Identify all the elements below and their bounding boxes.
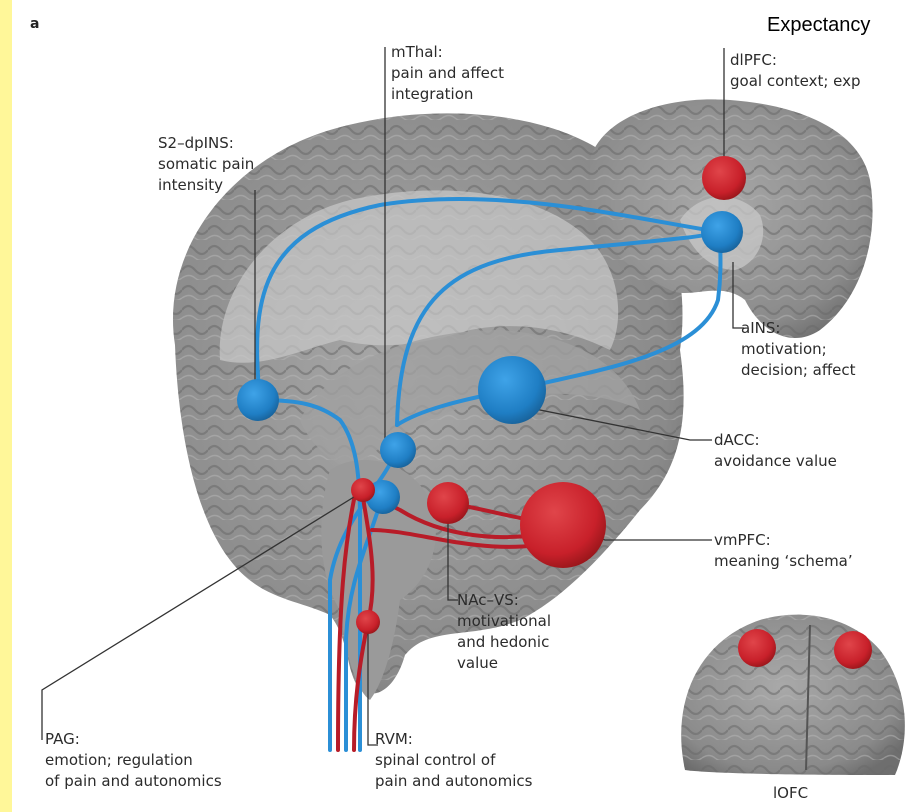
label-nac-line-1: motivational (457, 611, 551, 632)
label-nac-vs: NAc–VS: motivational and hedonic value (457, 590, 551, 674)
label-s2-line-2: intensity (158, 175, 254, 196)
label-mthal-name: mThal: (391, 42, 504, 63)
label-dacc-name: dACC: (714, 430, 837, 451)
region-mthal (380, 432, 416, 468)
label-rvm-line-1: spinal control of (375, 750, 532, 771)
label-ains-line-2: decision; affect (741, 360, 856, 381)
label-pag-line-2: of pain and autonomics (45, 771, 222, 792)
label-vmpfc-name: vmPFC: (714, 530, 853, 551)
region-rvm (356, 610, 380, 634)
region-vmpfc (520, 482, 606, 568)
label-dlpfc-line-1: goal context; exp (730, 71, 861, 92)
region-dacc (478, 356, 546, 424)
label-nac-line-3: value (457, 653, 551, 674)
label-mthal: mThal: pain and affect integration (391, 42, 504, 105)
label-mthal-line-2: integration (391, 84, 504, 105)
label-vmpfc: vmPFC: meaning ‘schema’ (714, 530, 853, 572)
label-dlpfc-name: dlPFC: (730, 50, 861, 71)
region-nac-vs (427, 482, 469, 524)
label-dacc-line-1: avoidance value (714, 451, 837, 472)
region-lofc-right (834, 631, 872, 669)
label-ains-line-1: motivation; (741, 339, 856, 360)
label-s2-dpins: S2–dpINS: somatic pain intensity (158, 133, 254, 196)
label-nac-name: NAc–VS: (457, 590, 551, 611)
label-nac-line-2: and hedonic (457, 632, 551, 653)
label-ains-name: aINS: (741, 318, 856, 339)
region-dlpfc (702, 156, 746, 200)
region-pag-red (351, 478, 375, 502)
label-pag-line-1: emotion; regulation (45, 750, 222, 771)
label-s2-name: S2–dpINS: (158, 133, 254, 154)
label-ains: aINS: motivation; decision; affect (741, 318, 856, 381)
label-lofc: lOFC (773, 784, 808, 802)
orbital-brain-slice (681, 615, 905, 775)
label-s2-line-1: somatic pain (158, 154, 254, 175)
expectancy-heading: Expectancy (767, 14, 870, 37)
region-s2-dpins (237, 379, 279, 421)
label-rvm: RVM: spinal control of pain and autonomi… (375, 729, 532, 792)
label-vmpfc-line-1: meaning ‘schema’ (714, 551, 853, 572)
label-dacc: dACC: avoidance value (714, 430, 837, 472)
label-dlpfc: dlPFC: goal context; exp (730, 50, 861, 92)
label-pag-name: PAG: (45, 729, 222, 750)
label-pag: PAG: emotion; regulation of pain and aut… (45, 729, 222, 792)
region-ains (701, 211, 743, 253)
panel-letter: a (30, 16, 39, 32)
region-lofc-left (738, 629, 776, 667)
label-rvm-line-2: pain and autonomics (375, 771, 532, 792)
label-rvm-name: RVM: (375, 729, 532, 750)
label-mthal-line-1: pain and affect (391, 63, 504, 84)
